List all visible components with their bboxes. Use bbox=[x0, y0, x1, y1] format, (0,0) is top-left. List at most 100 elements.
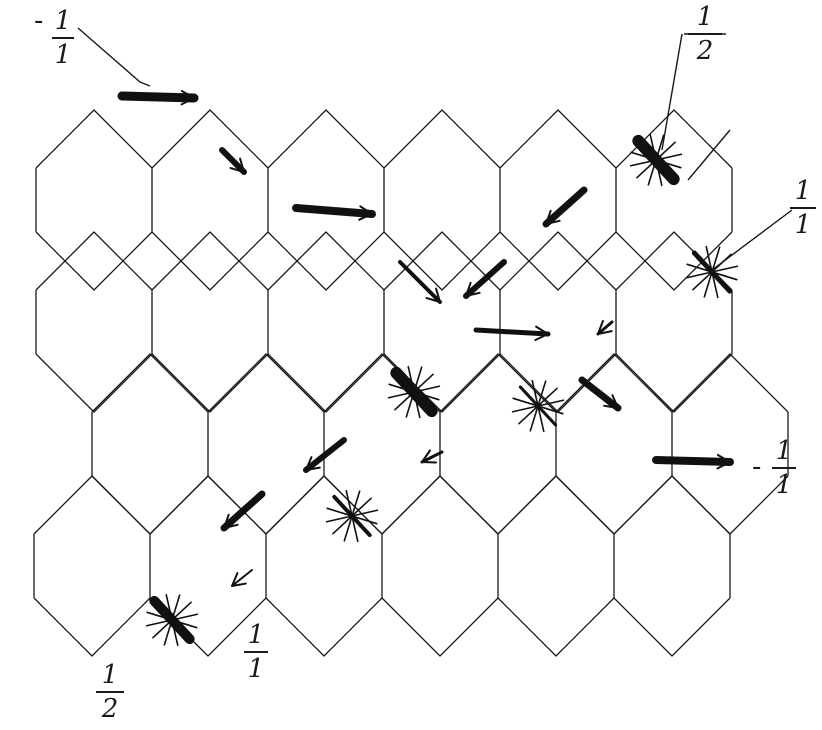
cell-bottom-edges bbox=[381, 597, 499, 657]
arrow-shaft bbox=[542, 186, 588, 228]
arrow-shaft bbox=[473, 327, 551, 337]
label-top-left-sign: - bbox=[34, 6, 44, 36]
arrow-head bbox=[716, 453, 731, 470]
cell-top-edges bbox=[267, 109, 385, 169]
leader-top-left bbox=[77, 27, 151, 87]
arrow-head bbox=[545, 209, 561, 225]
cell-bottom-edges bbox=[615, 231, 733, 291]
dislocation-stars bbox=[145, 133, 739, 647]
arrow-head bbox=[229, 157, 245, 173]
cell-top-edges bbox=[35, 109, 153, 169]
arrow-shaft bbox=[117, 91, 199, 103]
cell-top-edges bbox=[499, 231, 617, 291]
arrow-shaft bbox=[463, 259, 507, 299]
arrow-shaft bbox=[578, 376, 622, 412]
leader-top-right bbox=[661, 33, 683, 151]
label-bottom-left-bar bbox=[96, 691, 124, 693]
label-bottom-left-denominator: 2 bbox=[101, 694, 119, 724]
label-right-lower-denominator: 1 bbox=[775, 470, 793, 500]
arrow-head bbox=[421, 449, 437, 464]
star-stroke bbox=[145, 613, 199, 627]
label-right-upper-denominator: 1 bbox=[794, 210, 812, 240]
star-stroke bbox=[685, 265, 739, 279]
cell-bottom-edges bbox=[613, 597, 731, 657]
label-bottom-middle-denominator: 1 bbox=[247, 654, 265, 684]
arrow-shaft bbox=[219, 147, 247, 175]
label-right-lower: 1 1 bbox=[772, 438, 796, 498]
label-top-right-denominator: 2 bbox=[696, 36, 714, 66]
cell-top-edges bbox=[35, 231, 153, 291]
cell-top-edges bbox=[91, 353, 209, 413]
arrow-shaft bbox=[398, 260, 442, 304]
cell-top-edges bbox=[265, 475, 383, 535]
leader-lines bbox=[77, 27, 793, 271]
star-stroke bbox=[629, 153, 683, 167]
cell-bottom-edges bbox=[267, 231, 385, 291]
cell-top-edges bbox=[613, 475, 731, 535]
cell-top-edges bbox=[383, 109, 501, 169]
arrow-head bbox=[534, 325, 549, 342]
cell-top-edges bbox=[33, 475, 151, 535]
arrow-shaft bbox=[292, 204, 376, 218]
cell-bottom-edges bbox=[499, 353, 617, 413]
label-bottom-left-numerator: 1 bbox=[101, 660, 119, 690]
cell-top-edges bbox=[267, 231, 385, 291]
cell-bottom-edges bbox=[497, 597, 615, 657]
arrow-head bbox=[305, 456, 321, 471]
cell-top-edges bbox=[151, 109, 269, 169]
cell-top-edges bbox=[149, 475, 267, 535]
label-top-right-numerator: 1 bbox=[696, 2, 714, 32]
arrow-head bbox=[231, 572, 247, 587]
cell-bottom-edges bbox=[499, 231, 617, 291]
label-right-lower-sign: - bbox=[752, 452, 762, 482]
label-top-left-bar bbox=[52, 37, 74, 39]
label-bottom-middle-numerator: 1 bbox=[247, 620, 265, 650]
arrow-head bbox=[597, 319, 613, 335]
label-top-left-numerator: 1 bbox=[54, 6, 72, 36]
cell-bottom-edges bbox=[35, 231, 153, 291]
label-top-right: 1 2 bbox=[688, 4, 722, 64]
cell-bottom-edges bbox=[151, 353, 269, 413]
cell-top-edges bbox=[383, 231, 501, 291]
arrow-head bbox=[180, 89, 195, 106]
cell-bottom-edges bbox=[33, 597, 151, 657]
label-right-upper: 1 1 bbox=[790, 178, 816, 238]
label-right-upper-bar bbox=[790, 207, 816, 209]
cell-bottom-edges bbox=[35, 353, 153, 413]
label-top-left-denominator: 1 bbox=[54, 40, 72, 70]
arrow-head bbox=[223, 513, 239, 529]
cell-top-edges bbox=[381, 475, 499, 535]
cell-top-edges bbox=[615, 109, 733, 169]
displacement-arrows bbox=[117, 89, 734, 587]
cell-top-edges bbox=[555, 353, 673, 413]
label-right-lower-bar bbox=[772, 467, 796, 469]
arrow-shaft bbox=[220, 490, 266, 532]
arrow-shaft bbox=[303, 437, 347, 473]
arrow-head bbox=[603, 394, 619, 409]
cell-bottom-edges bbox=[439, 475, 557, 535]
cell-bottom-edges bbox=[383, 231, 501, 291]
hex-mesh bbox=[33, 109, 789, 657]
label-right-upper-numerator: 1 bbox=[794, 176, 812, 206]
cell-top-edges bbox=[207, 353, 325, 413]
label-bottom-left: 1 2 bbox=[96, 662, 124, 722]
label-top-right-bar bbox=[688, 33, 722, 35]
cell-bottom-edges bbox=[555, 475, 673, 535]
arrow-head bbox=[358, 205, 373, 221]
arrow-head bbox=[465, 281, 481, 297]
star-stroke bbox=[325, 509, 379, 523]
leader-right-mid bbox=[687, 129, 731, 181]
label-bottom-middle: 1 1 bbox=[244, 622, 268, 682]
star-stroke bbox=[511, 399, 565, 413]
cell-bottom-edges bbox=[151, 231, 269, 291]
cell-bottom-edges bbox=[265, 597, 383, 657]
cell-top-edges bbox=[497, 475, 615, 535]
label-top-left: 1 1 bbox=[52, 8, 74, 68]
label-bottom-middle-bar bbox=[244, 651, 268, 653]
cell-bottom-edges bbox=[267, 353, 385, 413]
arrow-shaft bbox=[231, 569, 253, 587]
star-stroke bbox=[387, 385, 441, 399]
label-right-lower-numerator: 1 bbox=[775, 436, 793, 466]
arrow-shaft bbox=[652, 456, 734, 466]
